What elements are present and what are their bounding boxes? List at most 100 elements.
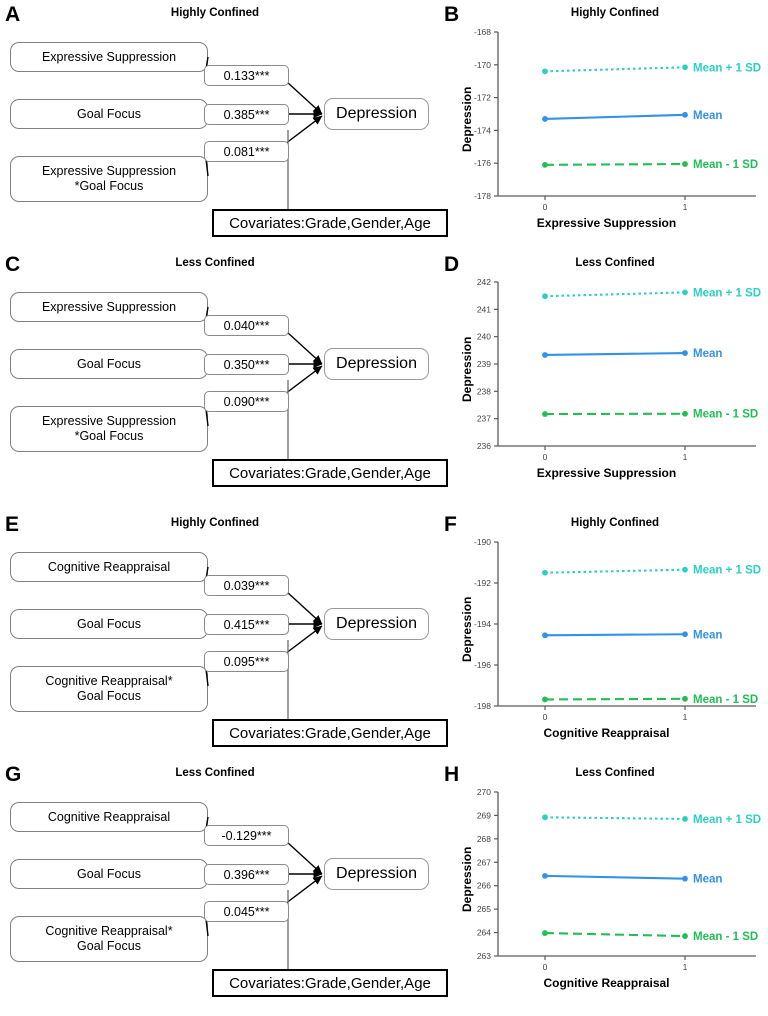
coefficient-mid: 0.396*** [204,864,289,885]
y-tick-label: 241 [477,304,491,314]
data-point [682,816,688,822]
interaction-box-line1: Cognitive Reappraisal* [45,674,173,689]
series-line [544,816,686,820]
panel-letter-g: G [5,763,22,786]
y-tick-label: -174 [474,125,491,135]
x-tick-label: 1 [683,202,688,212]
covariates-box: Covariates:Grade,Gender,Age [212,719,448,747]
coefficient-bottom: 0.090*** [204,391,289,412]
y-tick-label: 267 [477,857,491,867]
data-point [682,350,688,356]
covariates-box: Covariates:Grade,Gender,Age [212,969,448,997]
diagram-title: Highly Confined [170,7,260,19]
series-line [544,352,686,357]
predictor-box: Cognitive Reappraisal [10,552,208,582]
data-point [682,64,688,71]
interaction-box-line2: *Goal Focus [74,429,144,443]
predictor-box: Cognitive Reappraisal [10,802,208,832]
plot-title: Less Confined [575,767,655,779]
panel-letter-f: F [444,513,457,536]
y-tick-label: -194 [474,619,491,629]
x-tick-label: 0 [543,962,548,972]
coefficient-top: 0.040*** [204,315,289,336]
x-tick-label: 0 [543,452,548,462]
data-point [682,161,688,167]
y-tick-label: -196 [474,660,491,670]
coefficient-mid: 0.385*** [204,104,289,125]
data-point [542,161,548,168]
interaction-box: Cognitive Reappraisal*Goal Focus [10,916,208,962]
covariates-box: Covariates:Grade,Gender,Age [212,459,448,487]
y-axis-label: Depression [460,596,474,662]
x-tick-label: 0 [543,712,548,722]
series-line [544,291,686,298]
series-line [544,66,686,73]
data-point [542,632,548,639]
x-axis-label: Cognitive Reappraisal [543,976,670,990]
data-point [542,814,548,821]
y-tick-label: -170 [474,60,491,70]
outcome-box: Depression [324,98,429,130]
series-label: Mean [693,348,722,360]
panel-letter-h: H [444,763,460,786]
panel-letter-a: A [5,3,21,26]
y-tick-label: 263 [477,951,491,961]
panel-letter-c: C [5,253,21,276]
y-tick-label: 268 [477,834,491,844]
outcome-box: Depression [324,858,429,890]
x-axis-label: Cognitive Reappraisal [543,726,670,740]
series-label: Mean + 1 SD [693,565,761,577]
y-axis-label: Depression [460,86,474,152]
data-point [682,631,688,638]
data-point [542,293,548,300]
data-point [542,930,548,936]
y-tick-label: 238 [477,386,491,396]
plot-title: Less Confined [575,257,655,269]
series-label: Mean - 1 SD [693,694,758,706]
y-tick-label: 269 [477,810,491,820]
mediator-box: Goal Focus [10,609,208,639]
coefficient-mid: 0.415*** [204,614,289,635]
x-tick-label: 0 [543,202,548,212]
data-point [542,569,548,576]
diagram-title: Less Confined [175,257,255,269]
data-point [682,289,688,296]
series-label: Mean [693,874,722,886]
x-tick-label: 1 [683,712,688,722]
panel-letter-d: D [444,253,460,276]
y-tick-label: 239 [477,359,491,369]
coefficient-top: -0.129*** [204,825,289,846]
data-point [682,695,688,702]
plot-title: Highly Confined [570,7,660,19]
series-label: Mean - 1 SD [693,409,758,421]
data-point [682,566,688,573]
panel-letter-b: B [444,3,460,26]
y-tick-label: -168 [474,27,491,37]
data-point [682,875,688,882]
y-tick-label: 265 [477,904,491,914]
coefficient-bottom: 0.095*** [204,651,289,672]
series-label: Mean + 1 SD [693,287,761,299]
interaction-box-line2: *Goal Focus [74,179,144,193]
series-label: Mean + 1 SD [693,814,761,826]
y-tick-label: -192 [474,578,491,588]
y-tick-label: 240 [477,332,491,342]
interaction-box-line2: Goal Focus [77,689,141,703]
series-line [544,113,686,120]
predictor-box: Expressive Suppression [10,292,208,322]
series-line [544,162,686,166]
y-tick-label: 270 [477,787,491,797]
data-point [542,352,548,358]
coefficient-bottom: 0.081*** [204,141,289,162]
interaction-box-line1: Expressive Suppression [41,164,177,179]
data-point [682,933,688,939]
